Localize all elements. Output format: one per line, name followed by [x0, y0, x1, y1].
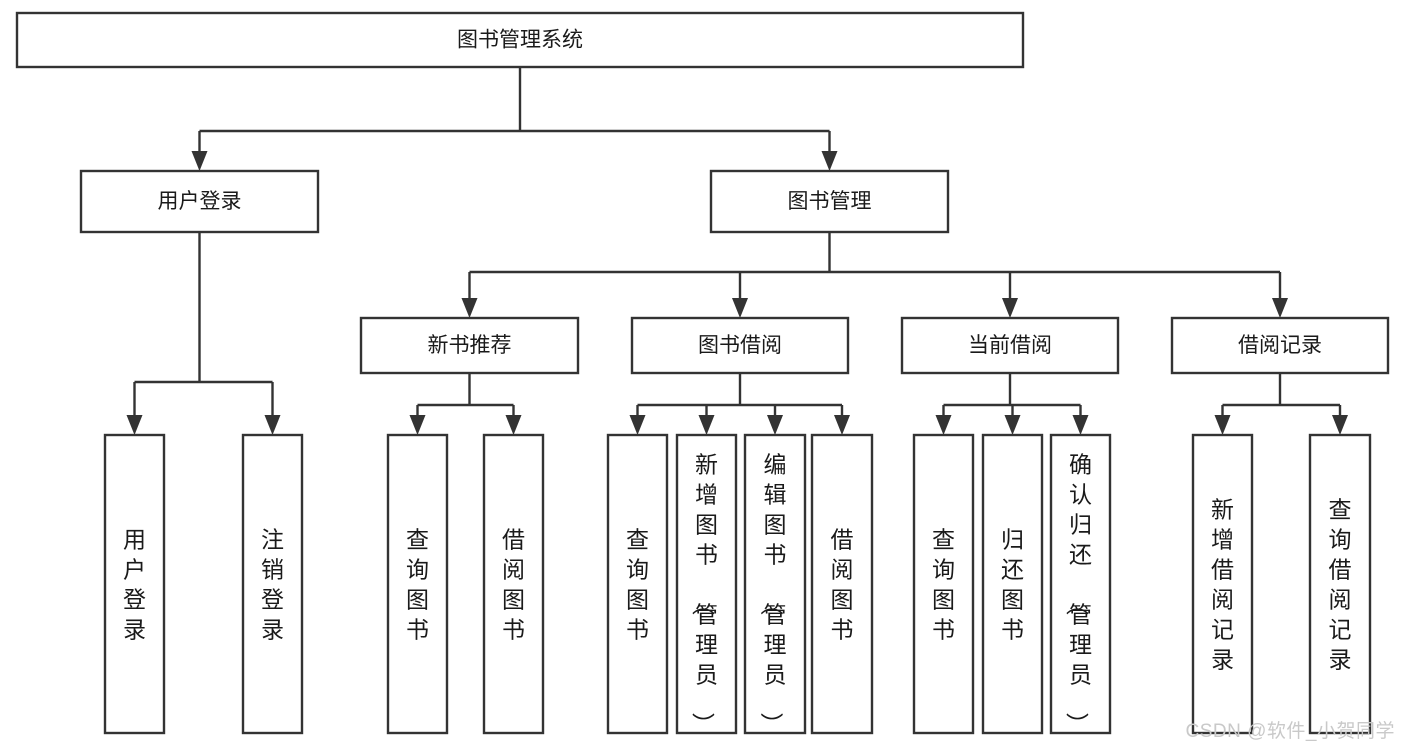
node-box-root[interactable] [15, 11, 1025, 69]
node-label-leaf-query-record: 查询借阅记录 [1329, 496, 1352, 672]
node-label-book-borrow: 图书借阅 [698, 334, 782, 357]
node-box-leaf-logout[interactable] [241, 433, 304, 735]
node-label-leaf-borrow-book-2: 借阅图书 [831, 526, 854, 642]
node-label-leaf-add-record: 新增借阅记录 [1211, 496, 1234, 672]
node-borrow-record[interactable]: 借阅记录 [1170, 316, 1390, 375]
node-layer: 图书管理系统用户登录图书管理新书推荐图书借阅当前借阅借阅记录用户登录注销登录查询… [15, 11, 1390, 735]
node-label-leaf-confirm-return: 确认归还（管理员） [1064, 451, 1092, 735]
node-label-leaf-edit-book: 编辑图书（管理员） [759, 451, 787, 735]
node-leaf-confirm-return[interactable]: 确认归还（管理员） [1049, 433, 1112, 735]
node-label-leaf-query-book-3: 查询图书 [932, 526, 955, 642]
node-box-book-borrow[interactable] [630, 316, 850, 375]
node-leaf-user-login[interactable]: 用户登录 [103, 433, 166, 735]
node-box-leaf-user-login[interactable] [103, 433, 166, 735]
node-root[interactable]: 图书管理系统 [15, 11, 1025, 69]
node-label-leaf-logout: 注销登录 [261, 526, 284, 642]
node-box-current-borrow[interactable] [900, 316, 1120, 375]
node-book-manage[interactable]: 图书管理 [709, 169, 950, 234]
node-label-user-login: 用户登录 [158, 190, 242, 213]
node-label-book-manage: 图书管理 [788, 190, 872, 213]
node-book-borrow[interactable]: 图书借阅 [630, 316, 850, 375]
node-leaf-return-book[interactable]: 归还图书 [981, 433, 1044, 735]
node-box-user-login[interactable] [79, 169, 320, 234]
node-label-leaf-query-book-1: 查询图书 [406, 526, 429, 642]
node-leaf-borrow-book-2[interactable]: 借阅图书 [810, 433, 874, 735]
node-box-new-book-rec[interactable] [359, 316, 580, 375]
node-label-leaf-add-book: 新增图书（管理员） [690, 451, 718, 735]
node-new-book-rec[interactable]: 新书推荐 [359, 316, 580, 375]
node-box-borrow-record[interactable] [1170, 316, 1390, 375]
node-box-leaf-query-book-1[interactable] [386, 433, 449, 735]
node-leaf-query-book-2[interactable]: 查询图书 [606, 433, 669, 735]
node-box-leaf-edit-book[interactable] [743, 433, 807, 735]
node-box-leaf-add-record[interactable] [1191, 433, 1254, 735]
node-leaf-query-book-3[interactable]: 查询图书 [912, 433, 975, 735]
node-leaf-query-book-1[interactable]: 查询图书 [386, 433, 449, 735]
node-box-leaf-borrow-book-2[interactable] [810, 433, 874, 735]
node-box-leaf-borrow-book-1[interactable] [482, 433, 545, 735]
node-box-leaf-confirm-return[interactable] [1049, 433, 1112, 735]
node-label-new-book-rec: 新书推荐 [428, 334, 512, 357]
node-label-current-borrow: 当前借阅 [968, 334, 1052, 357]
node-label-leaf-query-book-2: 查询图书 [626, 526, 649, 642]
node-current-borrow[interactable]: 当前借阅 [900, 316, 1120, 375]
node-label-borrow-record: 借阅记录 [1238, 334, 1322, 357]
node-leaf-add-book[interactable]: 新增图书（管理员） [675, 433, 738, 735]
node-leaf-edit-book[interactable]: 编辑图书（管理员） [743, 433, 807, 735]
node-label-leaf-return-book: 归还图书 [1001, 526, 1024, 642]
node-leaf-add-record[interactable]: 新增借阅记录 [1191, 433, 1254, 735]
node-leaf-query-record[interactable]: 查询借阅记录 [1308, 433, 1372, 735]
node-box-leaf-query-book-2[interactable] [606, 433, 669, 735]
node-leaf-borrow-book-1[interactable]: 借阅图书 [482, 433, 545, 735]
node-leaf-logout[interactable]: 注销登录 [241, 433, 304, 735]
node-label-root: 图书管理系统 [457, 29, 583, 52]
connector-layer [126, 67, 1348, 435]
node-box-leaf-return-book[interactable] [981, 433, 1044, 735]
node-box-book-manage[interactable] [709, 169, 950, 234]
node-box-leaf-add-book[interactable] [675, 433, 738, 735]
watermark-text: CSDN @软件_小贺同学 [1185, 721, 1395, 742]
node-box-leaf-query-book-3[interactable] [912, 433, 975, 735]
node-user-login[interactable]: 用户登录 [79, 169, 320, 234]
node-label-leaf-borrow-book-1: 借阅图书 [502, 526, 525, 642]
node-label-leaf-user-login: 用户登录 [123, 526, 146, 642]
node-box-leaf-query-record[interactable] [1308, 433, 1372, 735]
